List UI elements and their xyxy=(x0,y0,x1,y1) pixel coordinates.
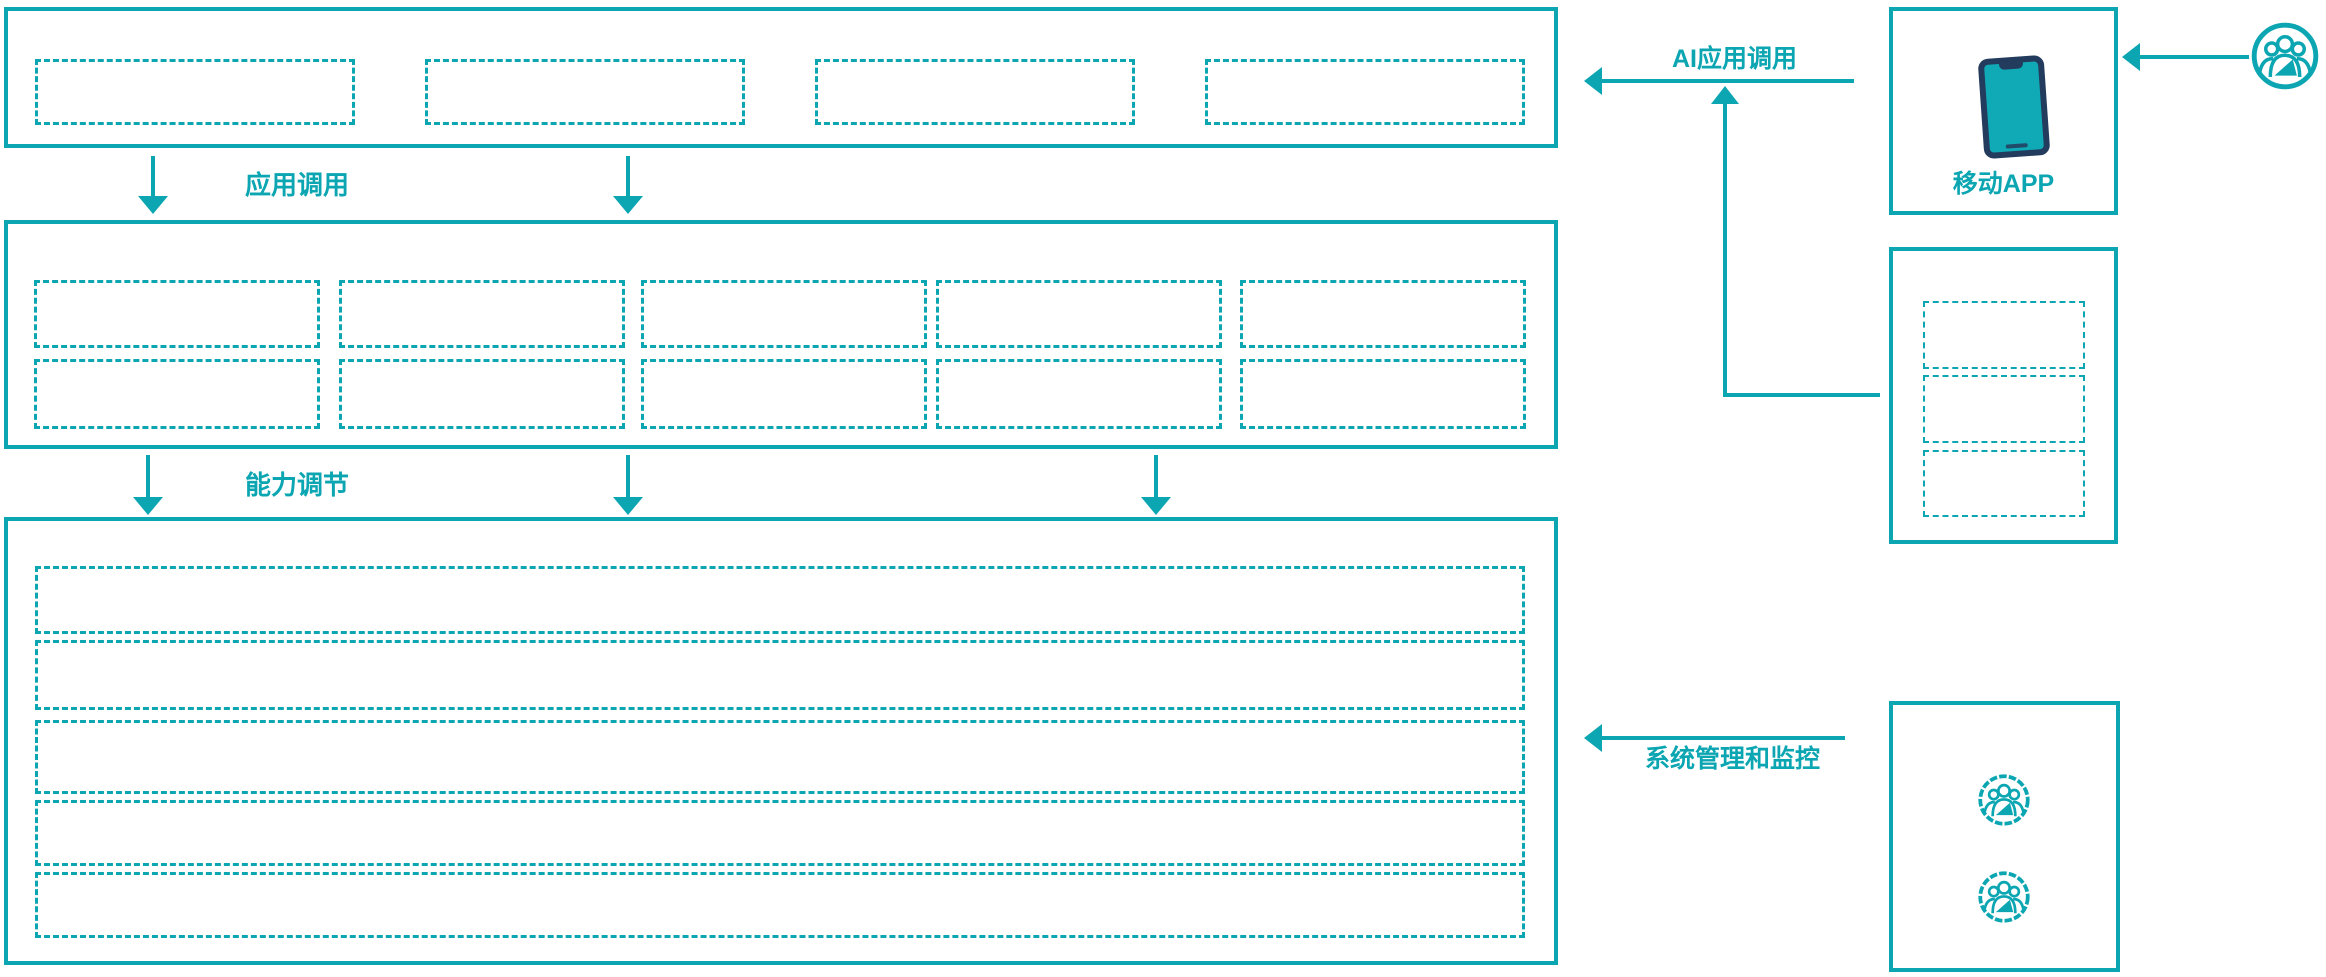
app-placeholder-box xyxy=(1205,59,1525,125)
mobile-app-panel: 移动APP xyxy=(1889,7,2118,215)
integration-placeholder-box xyxy=(1923,450,2085,517)
system-management-label: 系统管理和监控 xyxy=(1645,745,1821,773)
app-placeholder-box xyxy=(425,59,745,125)
admin-users-icon xyxy=(1976,870,2032,924)
up-arrow-head xyxy=(1711,86,1739,104)
system-monitor-arrow-head xyxy=(1584,724,1602,752)
service-layer-panel xyxy=(4,220,1558,449)
smartphone-notch xyxy=(1998,60,2024,70)
down-arrow-head xyxy=(613,196,643,214)
service-placeholder-box xyxy=(1240,280,1526,348)
capability-adjust-label: 能力调节 xyxy=(245,470,350,500)
ai-call-arrow-head xyxy=(1584,67,1602,95)
down-arrow-line xyxy=(151,156,155,196)
service-placeholder-box xyxy=(936,280,1222,348)
capability-placeholder-row xyxy=(35,800,1525,866)
down-arrow-line xyxy=(626,455,630,497)
system-monitor-arrow-line xyxy=(1602,736,1845,740)
admin-users-icon xyxy=(1976,773,2032,827)
integration-panel xyxy=(1889,247,2118,544)
ai-call-arrow-line xyxy=(1602,79,1854,83)
capability-placeholder-row xyxy=(35,566,1525,634)
capability-placeholder-row xyxy=(35,640,1525,710)
app-placeholder-box xyxy=(35,59,355,125)
service-placeholder-box xyxy=(339,280,625,348)
down-arrow-head xyxy=(613,497,643,515)
connector-vertical-line xyxy=(1723,102,1727,395)
service-placeholder-box xyxy=(339,359,625,429)
service-placeholder-box xyxy=(34,280,320,348)
down-arrow-line xyxy=(1154,455,1158,497)
app-call-label: 应用调用 xyxy=(245,170,350,200)
capability-placeholder-row xyxy=(35,720,1525,794)
integration-placeholder-box xyxy=(1923,375,2085,443)
admin-panel xyxy=(1889,701,2120,972)
mobile-app-label: 移动APP xyxy=(1952,170,2055,198)
down-arrow-head xyxy=(133,497,163,515)
integration-placeholder-box xyxy=(1923,301,2085,369)
app-placeholder-box xyxy=(815,59,1135,125)
connector-horizontal-line xyxy=(1723,393,1880,397)
app-layer-panel xyxy=(4,7,1558,148)
service-placeholder-box xyxy=(1240,359,1526,429)
service-placeholder-box xyxy=(936,359,1222,429)
service-placeholder-box xyxy=(641,280,927,348)
down-arrow-line xyxy=(626,156,630,196)
service-placeholder-box xyxy=(641,359,927,429)
smartphone-home-bar xyxy=(2005,143,2028,149)
user-arrow-head xyxy=(2122,43,2140,71)
down-arrow-head xyxy=(138,196,168,214)
users-icon xyxy=(2248,21,2322,91)
capability-layer-panel xyxy=(4,517,1558,965)
smartphone-icon xyxy=(1977,54,2051,160)
down-arrow-head xyxy=(1141,497,1171,515)
user-arrow-line xyxy=(2140,55,2249,59)
service-placeholder-box xyxy=(34,359,320,429)
down-arrow-line xyxy=(146,455,150,497)
capability-placeholder-row xyxy=(35,872,1525,938)
ai-app-call-label: AI应用调用 xyxy=(1672,45,1798,73)
